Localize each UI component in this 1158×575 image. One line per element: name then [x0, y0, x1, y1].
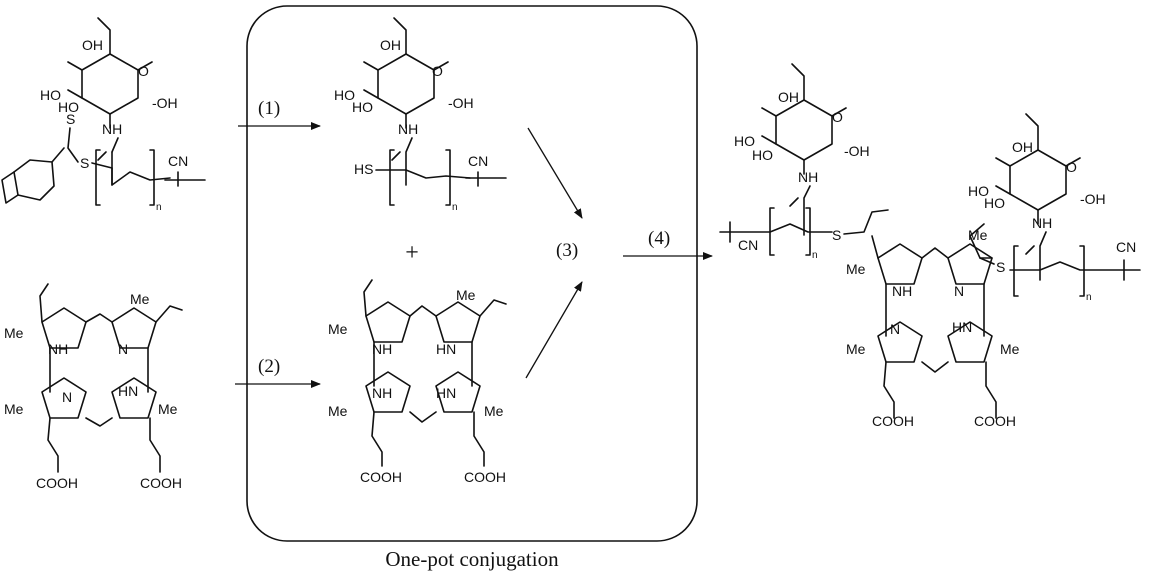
svg-text:Me: Me	[130, 291, 150, 307]
arrow-to-3-bottom	[525, 281, 583, 379]
svg-text:COOH: COOH	[36, 475, 78, 491]
svg-text:HO: HO	[734, 133, 755, 149]
svg-text:n: n	[1086, 292, 1092, 303]
svg-text:Me: Me	[328, 321, 348, 337]
caption-text: One-pot conjugation	[385, 547, 559, 571]
svg-text:O: O	[832, 109, 843, 125]
one-pot-box	[246, 5, 698, 542]
svg-text:S: S	[832, 227, 841, 243]
svg-text:Me: Me	[1000, 341, 1020, 357]
svg-text:HO: HO	[40, 87, 61, 103]
svg-text:O: O	[432, 63, 443, 79]
svg-text:HO: HO	[334, 87, 355, 103]
svg-text:OH: OH	[1012, 139, 1033, 155]
svg-text:n: n	[452, 202, 458, 213]
svg-text:-OH: -OH	[1080, 191, 1106, 207]
thiol-glycopolymer: OH HO HO -OH O NH HS n CN	[334, 17, 507, 213]
svg-text:COOH: COOH	[140, 475, 182, 491]
svg-text:NH: NH	[892, 283, 912, 299]
svg-text:NH: NH	[398, 121, 418, 137]
svg-text:N: N	[62, 389, 72, 405]
svg-text:Me: Me	[968, 227, 988, 243]
porphyrin-glycopolymer-conjugate: OH HO HO -OH O NH CN n S OH HO HO -OH O …	[719, 63, 1141, 429]
svg-text:-OH: -OH	[844, 143, 870, 159]
svg-text:Me: Me	[846, 341, 866, 357]
step-2-label: (2)	[258, 356, 280, 377]
svg-text:HN: HN	[952, 319, 972, 335]
svg-text:N: N	[890, 321, 900, 337]
plus-sign: +	[405, 240, 419, 266]
svg-text:NH: NH	[1032, 215, 1052, 231]
svg-text:Me: Me	[4, 325, 24, 341]
glycopolymer-dithioester: OH HO HO -OH O NH S S n CN	[1, 17, 206, 213]
protoporphyrin: NH N N HN Me Me Me Me COOH COOH	[4, 283, 183, 491]
protoporphyrinogen: NH HN NH HN Me Me Me Me COOH COOH	[328, 279, 507, 485]
svg-text:CN: CN	[168, 153, 188, 169]
svg-text:HO: HO	[984, 195, 1005, 211]
svg-text:COOH: COOH	[974, 413, 1016, 429]
svg-text:NH: NH	[372, 341, 392, 357]
step-4-label: (4)	[648, 228, 670, 249]
svg-text:Me: Me	[484, 403, 504, 419]
svg-text:OH: OH	[82, 37, 103, 53]
svg-text:HO: HO	[968, 183, 989, 199]
svg-text:NH: NH	[48, 341, 68, 357]
svg-text:COOH: COOH	[464, 469, 506, 485]
svg-text:NH: NH	[102, 121, 122, 137]
svg-text:-OH: -OH	[152, 95, 178, 111]
svg-text:HO: HO	[752, 147, 773, 163]
svg-text:O: O	[138, 63, 149, 79]
svg-text:HO: HO	[58, 99, 79, 115]
svg-text:Me: Me	[328, 403, 348, 419]
svg-text:NH: NH	[798, 169, 818, 185]
svg-text:OH: OH	[380, 37, 401, 53]
svg-text:HN: HN	[118, 383, 138, 399]
svg-text:S: S	[80, 155, 89, 171]
svg-text:N: N	[954, 283, 964, 299]
arrow-to-3-top	[527, 127, 583, 219]
svg-text:Me: Me	[846, 261, 866, 277]
svg-text:CN: CN	[738, 237, 758, 253]
svg-text:HN: HN	[436, 385, 456, 401]
svg-text:N: N	[118, 341, 128, 357]
svg-text:CN: CN	[468, 153, 488, 169]
svg-text:n: n	[812, 250, 818, 261]
svg-text:COOH: COOH	[360, 469, 402, 485]
svg-text:Me: Me	[158, 401, 178, 417]
svg-text:CN: CN	[1116, 239, 1136, 255]
svg-text:S: S	[996, 259, 1005, 275]
svg-text:Me: Me	[4, 401, 24, 417]
svg-text:COOH: COOH	[872, 413, 914, 429]
svg-text:HO: HO	[352, 99, 373, 115]
svg-text:Me: Me	[456, 287, 476, 303]
svg-text:OH: OH	[778, 89, 799, 105]
svg-text:n: n	[156, 202, 162, 213]
step-3-label: (3)	[556, 240, 578, 261]
svg-text:-OH: -OH	[448, 95, 474, 111]
step-1-label: (1)	[258, 98, 280, 119]
svg-text:HS: HS	[354, 161, 373, 177]
svg-text:HN: HN	[436, 341, 456, 357]
svg-text:O: O	[1066, 159, 1077, 175]
svg-text:S: S	[66, 111, 75, 127]
svg-text:NH: NH	[372, 385, 392, 401]
